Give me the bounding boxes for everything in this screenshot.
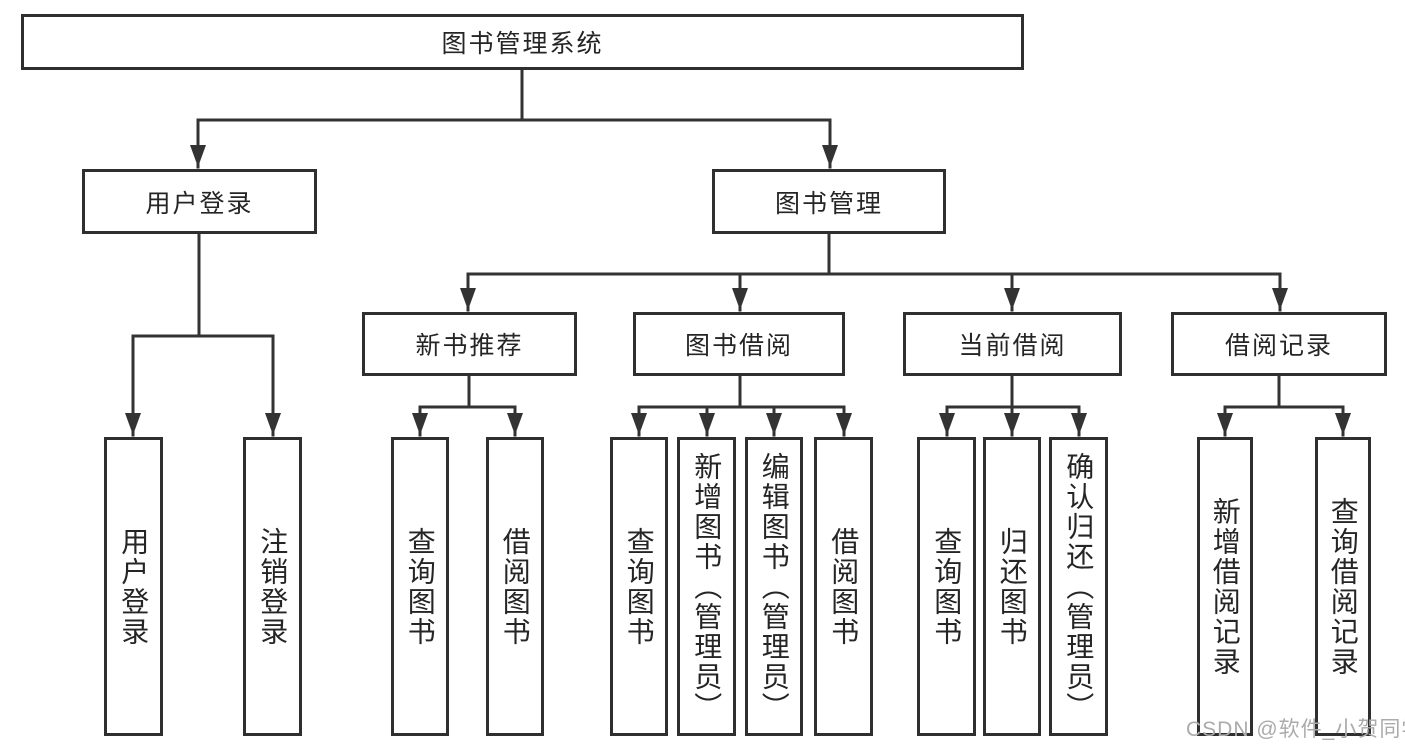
spine-root [196,66,832,122]
leaf-bb-borrow-book-label: 借阅图书 [828,526,860,647]
leaf-nr-borrow-book-label: 借阅图书 [499,526,531,647]
node-borrow-record: 借阅记录 [1171,312,1387,376]
leaf-cb-query-book: 查询图书 [917,437,976,736]
leaf-nr-query-book-label: 查询图书 [404,526,436,647]
leaf-bb-edit-book-label: 编辑图书（管理员） [758,451,790,722]
leaf-br-add-record-label: 新增借阅记录 [1209,496,1241,677]
node-root: 图书管理系统 [21,14,1024,70]
leaf-cb-confirm-return-label: 确认归还（管理员） [1063,451,1095,722]
leaf-br-query-record-label: 查询借阅记录 [1327,496,1359,677]
node-new-book-rec: 新书推荐 [362,312,577,376]
leaf-bb-query-book: 查询图书 [610,437,668,736]
node-current-borrow: 当前借阅 [903,312,1122,376]
spine-book-mgmt [466,230,1282,276]
leaf-user-login: 用户登录 [104,437,163,736]
node-user-login: 用户登录 [82,169,317,234]
spine-new-rec [418,373,517,409]
leaf-bb-add-book-label: 新增图书（管理员） [691,451,723,722]
leaf-nr-query-book: 查询图书 [391,437,449,736]
leaf-bb-add-book: 新增图书（管理员） [677,437,736,736]
leaf-logout-label: 注销登录 [257,526,289,647]
leaf-cb-return-book-label: 归还图书 [996,526,1028,647]
leaf-bb-query-book-label: 查询图书 [623,526,655,647]
csdn-watermark: CSDN @软件_小贺同学 [1186,718,1405,741]
leaf-bb-edit-book: 编辑图书（管理员） [745,437,803,736]
leaf-cb-return-book: 归还图书 [983,437,1041,736]
spine-borrow-record [1223,373,1345,409]
spine-book-borrow [637,373,846,409]
leaf-cb-confirm-return: 确认归还（管理员） [1049,437,1108,736]
node-book-borrow: 图书借阅 [633,312,845,376]
leaf-logout: 注销登录 [243,437,302,736]
leaf-nr-borrow-book: 借阅图书 [486,437,544,736]
spine-current-borrow [945,373,1081,409]
leaf-user-login-label: 用户登录 [118,526,150,647]
leaf-br-add-record: 新增借阅记录 [1197,437,1253,736]
leaf-bb-borrow-book: 借阅图书 [814,437,873,736]
leaf-br-query-record: 查询借阅记录 [1315,437,1371,736]
leaf-cb-query-book-label: 查询图书 [931,526,963,647]
node-book-mgmt: 图书管理 [712,169,946,234]
spine-user-login [131,230,275,338]
